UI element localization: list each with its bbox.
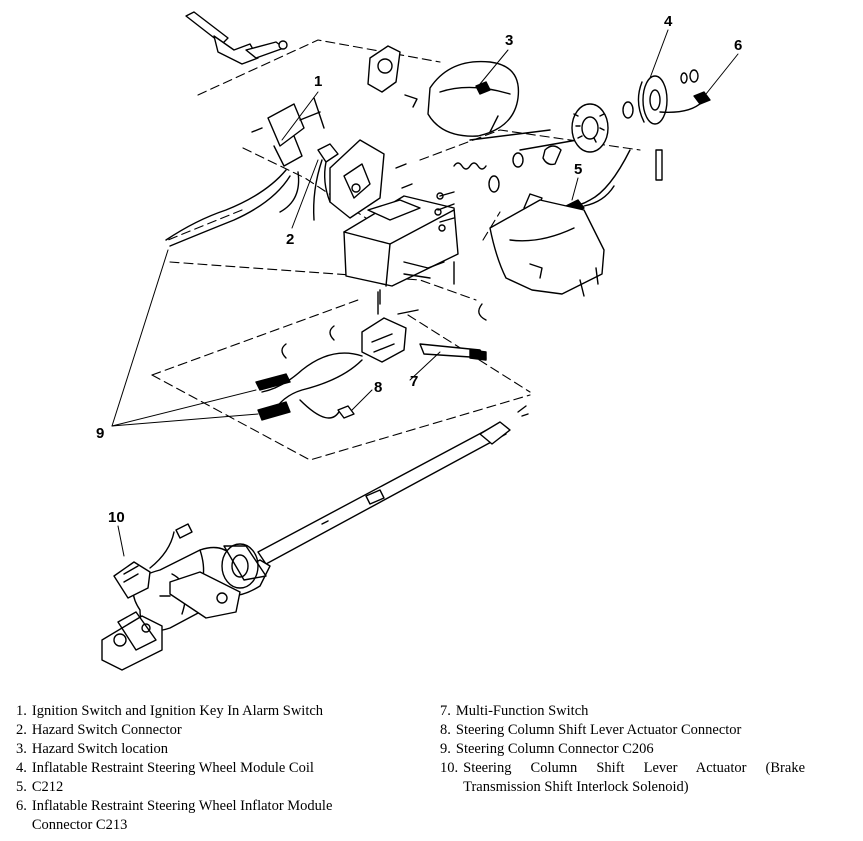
legend-text: C212 (31, 779, 64, 795)
column-housing (343, 195, 459, 287)
connector-c213 (693, 91, 711, 105)
legend-text: Multi-Function Switch (455, 703, 589, 719)
legend-text: Steering Column Shift Lever Actuator (Br… (463, 760, 805, 795)
legend-number: 8. (440, 722, 451, 738)
legend-left-column: 1. Ignition Switch and Ignition Key In A… (16, 702, 416, 835)
callout-5: 5 (574, 161, 582, 178)
legend-item: 1. Ignition Switch and Ignition Key In A… (16, 702, 416, 721)
legend-number: 6. (16, 798, 27, 814)
callout-6: 6 (734, 37, 742, 54)
column-lower-cover (489, 199, 605, 297)
legend-right-column: 7. Multi-Function Switch 8. Steering Col… (440, 702, 840, 797)
legend-text: Ignition Switch and Ignition Key In Alar… (31, 703, 324, 719)
shift-lever-actuator (113, 523, 193, 599)
retaining-clips (281, 325, 335, 359)
actuator-rod (655, 149, 663, 181)
lock-plate (367, 45, 418, 108)
legend-text: Inflatable Restraint Steering Wheel Infl… (31, 798, 333, 833)
wire-harness-c206 (255, 352, 363, 421)
steering-shaft (257, 405, 529, 565)
legend-item: 5. C212 (16, 778, 416, 797)
legend-number: 10. (440, 760, 459, 776)
legend-item: 3. Hazard Switch location (16, 740, 416, 759)
steering-column-exploded-diagram: 1 2 3 4 5 6 7 8 9 10 (96, 11, 742, 671)
legend-number: 2. (16, 722, 27, 738)
shift-lever (185, 11, 288, 65)
callout-1: 1 (314, 73, 322, 90)
legend-number: 4. (16, 760, 27, 776)
callout-10: 10 (108, 509, 125, 526)
callout-8: 8 (374, 379, 382, 396)
bolts-and-screws (379, 163, 487, 321)
callout-9: 9 (96, 425, 104, 442)
shift-lever-actuator-connector (337, 405, 355, 419)
callout-labels: 1 2 3 4 5 6 7 8 9 10 (96, 13, 742, 526)
legend-item: 10. Steering Column Shift Lever Actuator… (440, 759, 805, 797)
callout-3: 3 (505, 32, 513, 49)
legend-item: 7. Multi-Function Switch (440, 702, 840, 721)
legend-item: 8. Steering Column Shift Lever Actuator … (440, 721, 840, 740)
mounting-bracket (169, 571, 241, 619)
callout-7: 7 (410, 373, 418, 390)
legend-item: 6. Inflatable Restraint Steering Wheel I… (16, 797, 371, 835)
legend-text: Hazard Switch location (31, 741, 168, 757)
legend-number: 9. (440, 741, 451, 757)
multi-function-switch (361, 291, 487, 363)
legend-number: 3. (16, 741, 27, 757)
cancel-cam-disc (571, 103, 609, 153)
legend-item: 2. Hazard Switch Connector (16, 721, 416, 740)
legend-text: Inflatable Restraint Steering Wheel Modu… (31, 760, 314, 776)
legend-number: 5. (16, 779, 27, 795)
lock-housing (329, 139, 385, 219)
legend-text: Hazard Switch Connector (31, 722, 182, 738)
column-upper-cover (427, 60, 520, 137)
callout-leader-lines (111, 29, 739, 557)
callout-4: 4 (664, 13, 673, 30)
lower-flange (101, 611, 163, 671)
legend-item: 4. Inflatable Restraint Steering Wheel M… (16, 759, 416, 778)
ignition-switch (165, 97, 325, 247)
legend-number: 1. (16, 703, 27, 719)
hazard-switch-connector (312, 143, 339, 221)
legend-text: Steering Column Shift Lever Actuator Con… (455, 722, 742, 738)
legend-number: 7. (440, 703, 451, 719)
coil-washers (622, 69, 699, 119)
legend-text: Steering Column Connector C206 (455, 741, 654, 757)
callout-2: 2 (286, 231, 294, 248)
legend-item: 9. Steering Column Connector C206 (440, 740, 840, 759)
